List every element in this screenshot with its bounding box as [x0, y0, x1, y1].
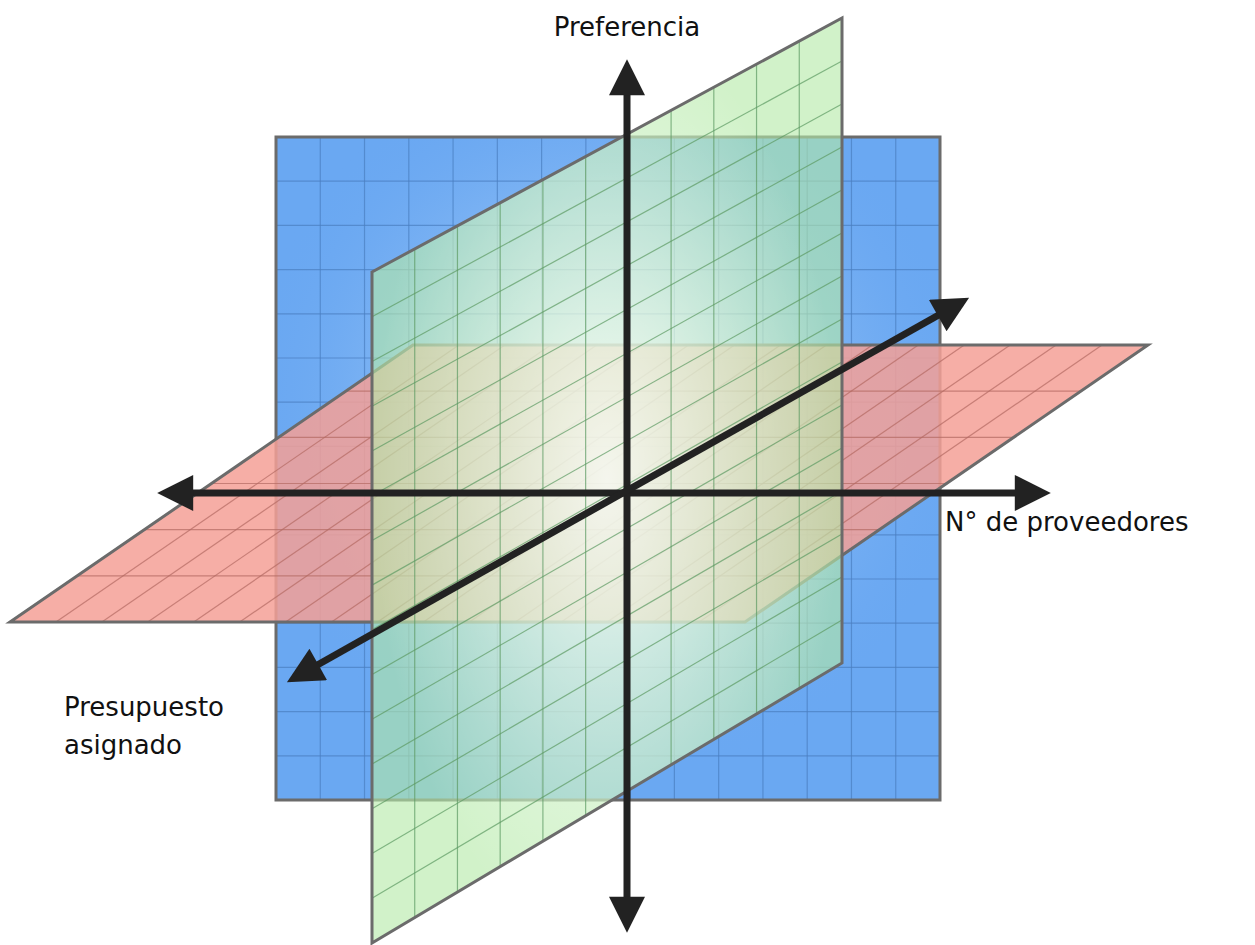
axis-line	[186, 490, 1022, 497]
grid-line	[372, 534, 842, 809]
axis-label: Presupuesto asignado	[64, 688, 269, 764]
axis-label: N° de proveedores	[945, 503, 1245, 541]
grid-line	[457, 226, 458, 892]
grid-line	[372, 319, 842, 585]
grid-line	[414, 249, 415, 918]
grid-line	[713, 87, 714, 739]
green-plane-glow	[372, 18, 842, 943]
grid-line	[372, 577, 842, 854]
grid-line	[542, 180, 543, 842]
grid-line	[372, 405, 842, 675]
grid-line	[799, 41, 800, 688]
grid-line	[372, 61, 842, 317]
grid-line	[372, 147, 842, 406]
grid-line	[372, 620, 842, 898]
green-plane-border	[372, 18, 842, 943]
grid-line	[756, 64, 757, 714]
green-plane	[372, 18, 842, 943]
grid-line	[500, 203, 501, 867]
grid-line	[372, 491, 842, 764]
axis-label: Preferencia	[470, 8, 784, 46]
grid-line	[670, 110, 671, 764]
green-plane-fill	[372, 18, 842, 943]
grid-line	[372, 448, 842, 719]
grid-line	[372, 233, 842, 496]
grid-line	[585, 157, 586, 816]
axis-line	[312, 312, 944, 668]
